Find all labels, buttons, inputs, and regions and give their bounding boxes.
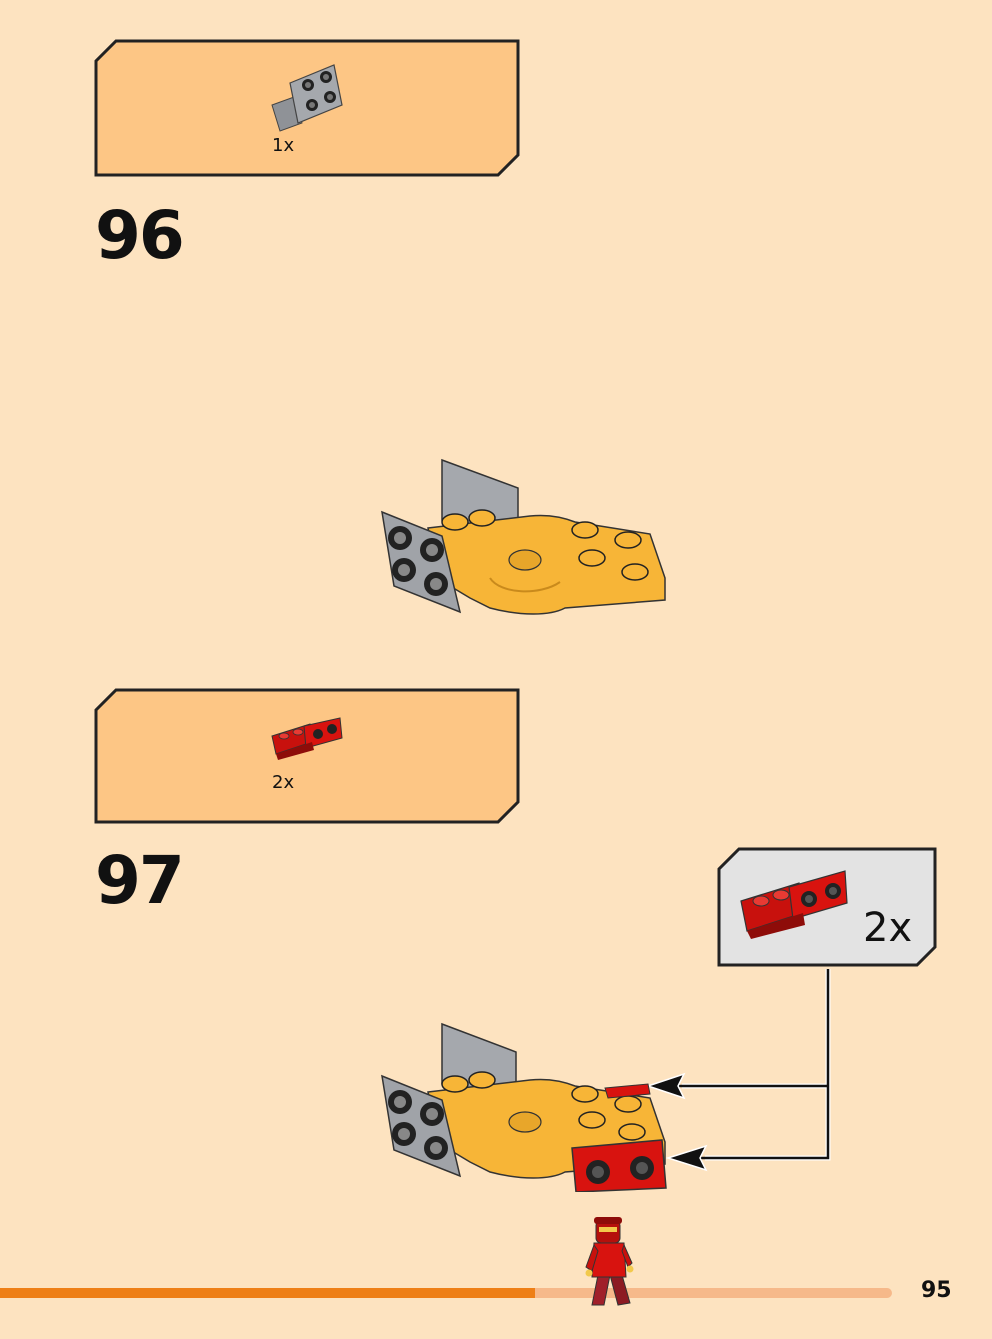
step-number: 97 [95, 842, 185, 919]
part-quantity: 1x [272, 135, 295, 156]
step-number: 96 [95, 197, 185, 274]
page-number: 95 [921, 1278, 952, 1303]
progress-bar-fill [0, 1288, 536, 1298]
part-quantity: 2x [272, 772, 295, 793]
progress-bar [0, 1288, 892, 1298]
red-bracket-part-icon [270, 716, 344, 762]
assembly-illustration-step-96 [380, 458, 670, 618]
parts-panel-step-96: 1x [94, 39, 522, 179]
assembly-illustration-step-97 [380, 1022, 670, 1192]
parts-panel-frame [94, 688, 520, 824]
callout-quantity: 2x [863, 905, 913, 951]
red-bracket-callout-icon [739, 869, 851, 941]
arrow-head-lower [665, 1144, 708, 1172]
ninja-minifigure-icon [582, 1215, 638, 1311]
callout-panel: 2x [717, 847, 939, 969]
parts-panel-step-97: 2x [94, 688, 522, 826]
grey-bracket-part-icon [270, 61, 344, 135]
